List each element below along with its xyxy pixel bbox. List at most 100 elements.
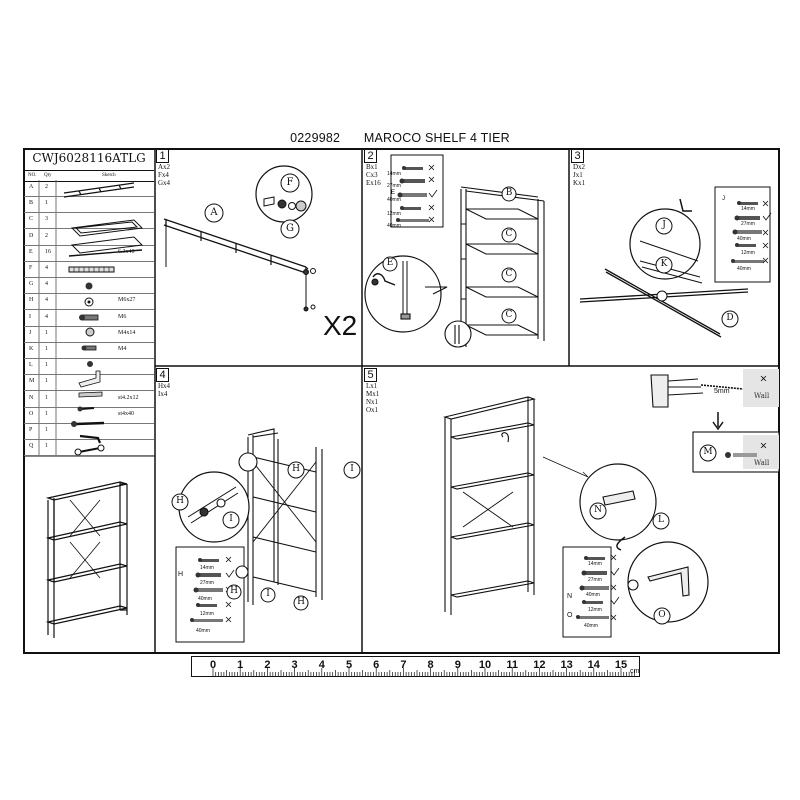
step-2-legend-label: E <box>391 190 396 196</box>
part-letter: L <box>29 362 33 369</box>
step-3-size-2: 27mm <box>741 221 755 227</box>
step-1-parts: Ax2 Fx4 Gx4 <box>158 163 171 187</box>
part-qty: 1 <box>45 427 48 433</box>
wall-label-2: Wall <box>754 459 770 467</box>
step-4-callout-i3: I <box>266 589 270 599</box>
part-qty: 1 <box>45 410 48 417</box>
step-4-legend-label: H <box>178 571 184 578</box>
step-1-callout-g: G <box>286 223 294 234</box>
part-f-washer-icon <box>85 282 93 290</box>
step-3-size-4: 12mm <box>741 250 755 256</box>
step-4-callouts <box>171 461 361 611</box>
ruler-number: 5 <box>345 659 353 671</box>
part-letter: E <box>29 248 33 255</box>
step-1-callout-a: A <box>210 207 218 218</box>
part-letter: H <box>29 297 34 304</box>
part-qty: 1 <box>45 394 48 401</box>
step-2-fasteners <box>396 164 438 223</box>
parts-row: N 1 st4.2x12 <box>24 391 154 408</box>
step-5-illustration <box>443 369 779 638</box>
ruler-number: 13 <box>560 659 573 671</box>
step-4-illustration <box>175 428 323 643</box>
step-3-callouts <box>655 217 739 328</box>
step-3-size-3: 40mm <box>737 236 751 242</box>
product-code: 0229982 <box>290 131 341 145</box>
part-letter: K <box>29 346 34 352</box>
part-letter: N <box>29 394 34 401</box>
step-4-parts: Hx4 Ix4 <box>158 382 171 398</box>
ruler-unit: cm <box>630 668 640 675</box>
step-4-size-2: 27mm <box>200 580 214 586</box>
part-qty: 1 <box>45 346 48 352</box>
step-5-number: 5 <box>364 368 377 382</box>
instruction-sheet-frame <box>23 148 780 654</box>
part-sketches <box>63 182 144 456</box>
step-2-size-1: 14mm <box>387 171 401 177</box>
step-2-callout-c2: C <box>505 269 513 279</box>
part-spec: st4.2x12 <box>118 394 139 401</box>
step-4-callout-h1: H <box>292 464 300 474</box>
step-3-number: 3 <box>571 149 584 163</box>
step-3-callout-j: J <box>662 220 666 230</box>
step-2-number: 2 <box>364 149 377 163</box>
step-5-size-3: 40mm <box>586 592 600 598</box>
ruler-number: 7 <box>400 659 407 671</box>
step-5-parts: Lx1 Mx1 Nx1 Ox1 <box>366 382 380 414</box>
ruler-number: 0 <box>209 659 217 671</box>
finished-shelf-illustration <box>45 481 128 638</box>
part-g-nut-icon <box>84 297 94 307</box>
step-5-callout-m: M <box>703 447 713 457</box>
part-spec: M4 <box>118 346 127 352</box>
part-l-bracket-icon <box>78 370 101 388</box>
step-2-callout-e: E <box>386 258 394 268</box>
part-n-screw-icon <box>77 406 95 412</box>
step-2-callouts <box>382 186 517 324</box>
step-2-callout-b: B <box>505 188 513 198</box>
part-c-shelf-icon <box>70 236 144 254</box>
step-5-legend-label-n: N <box>567 593 573 600</box>
step-5-callout-n: N <box>594 505 602 515</box>
part-letter: I <box>29 313 31 320</box>
measurement-ruler <box>191 656 640 677</box>
ruler-number: 2 <box>264 659 271 671</box>
part-p-allen-key-icon <box>79 434 102 444</box>
step-3-size-5: 40mm <box>737 266 751 272</box>
part-b-shelf-icon <box>70 219 144 237</box>
part-letter: F <box>29 265 33 271</box>
part-letter: J <box>29 329 32 336</box>
step-4-size-5: 40mm <box>196 628 210 634</box>
part-letter: D <box>29 232 34 239</box>
step-4-size-3: 40mm <box>198 596 212 602</box>
step-5-size-5: 40mm <box>584 623 598 629</box>
col-no: NO. <box>28 173 37 178</box>
part-qty: 4 <box>45 297 48 304</box>
ruler-number: 12 <box>533 659 546 671</box>
step-4-callout-i1: I <box>350 464 354 474</box>
parts-table-header: NO. Qty Sketch <box>24 170 154 182</box>
wall-label-1: Wall <box>754 392 770 400</box>
part-h-bolt-icon <box>79 314 99 321</box>
part-o-screw-icon <box>71 421 105 427</box>
part-qty: 4 <box>45 313 48 320</box>
step-5-callout-o: O <box>658 610 666 620</box>
part-d-rod-icon <box>68 249 143 257</box>
part-k-nut-icon <box>87 361 93 367</box>
part-qty: 1 <box>45 362 48 369</box>
step-4-number: 4 <box>156 368 169 382</box>
step-5-callouts <box>589 444 717 625</box>
part-qty: 1 <box>45 378 48 385</box>
ruler-number: 15 <box>614 659 628 671</box>
part-j-screw-icon <box>81 345 97 351</box>
step-1-callout-f: F <box>286 177 294 188</box>
step-5-size-2: 27mm <box>588 577 602 583</box>
